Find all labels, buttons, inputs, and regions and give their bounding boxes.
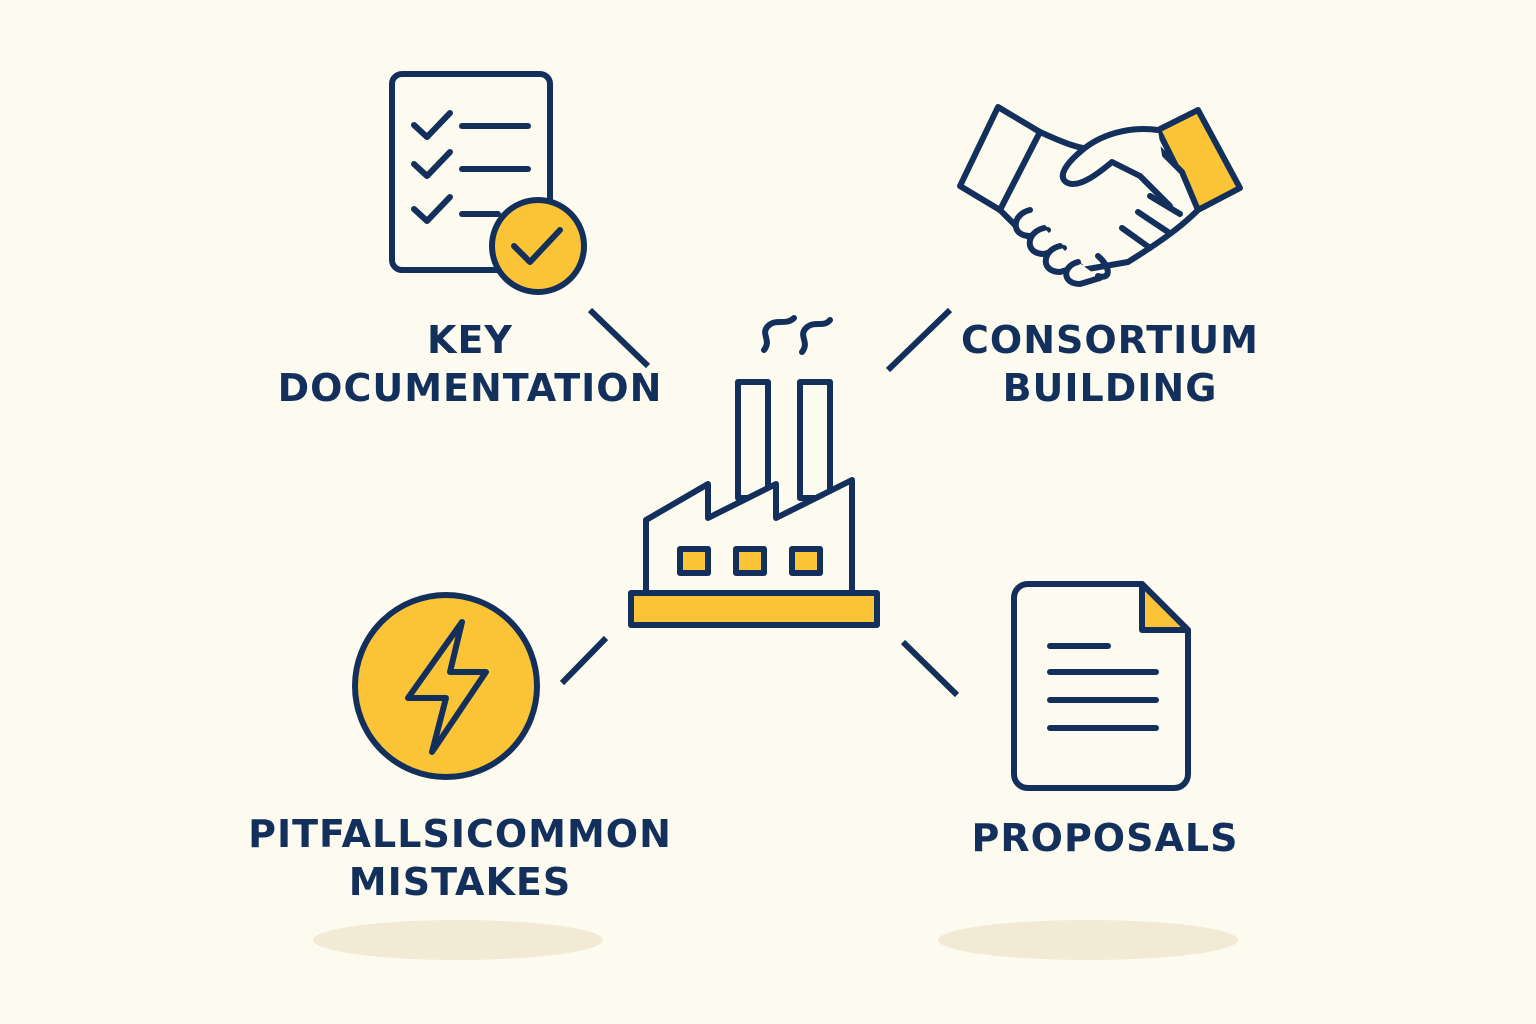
connector-consortium [885,307,953,373]
lightning-bolt-icon [352,592,540,780]
label-line: DOCUMENTATION [277,366,663,410]
label-line: BUILDING [1002,366,1218,410]
label-line: MISTAKES [348,860,572,904]
label-line: KEY [427,318,513,362]
label-line: PITFALLSICOMMON [248,812,672,856]
shadow-right [938,920,1238,960]
label-line: CONSORTIUM [961,318,1259,362]
label-consortium-building: CONSORTIUM BUILDING [900,316,1320,412]
shadow-left [313,920,603,960]
label-proposals: PROPOSALS [900,814,1310,862]
document-icon [1011,581,1191,791]
handshake-icon [957,104,1243,287]
connector-doc [587,307,651,369]
checklist-document-icon [389,71,587,295]
factory-icon [628,315,880,628]
label-key-documentation: KEY DOCUMENTATION [260,316,680,412]
label-line: PROPOSALS [971,816,1239,860]
connector-proposals [900,639,960,698]
connector-pitfalls [559,635,609,686]
label-pitfalls: PITFALLSICOMMON MISTAKES [230,810,690,906]
